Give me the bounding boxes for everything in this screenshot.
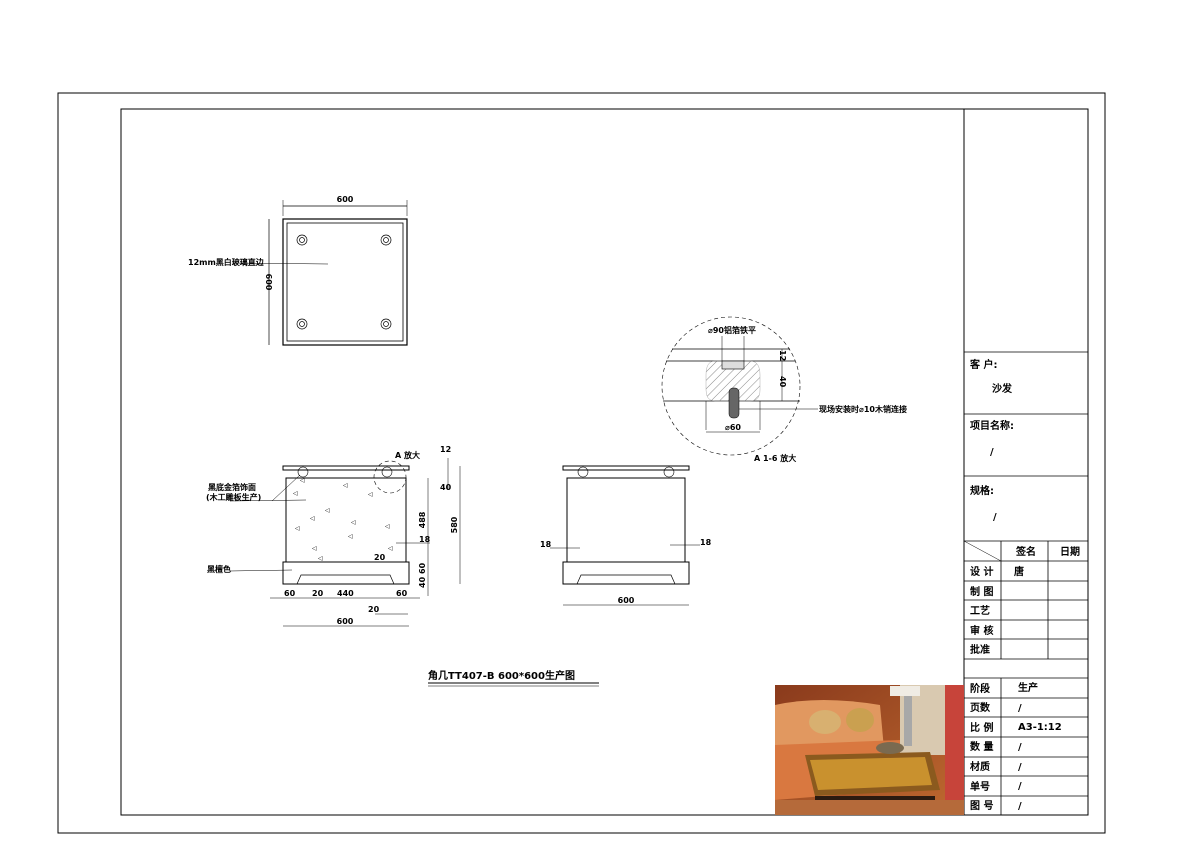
bottom-dim: 20	[312, 589, 324, 598]
bottom-dim: 60	[396, 589, 408, 598]
info-label: 数 量	[970, 740, 993, 753]
side-dim-left: 18	[540, 540, 552, 549]
dim-total: 580	[450, 516, 459, 533]
info-value: /	[1018, 781, 1022, 792]
svg-text:◁: ◁	[295, 525, 300, 532]
dim-inner: 20	[374, 553, 386, 562]
svg-text:◁: ◁	[348, 533, 353, 540]
svg-text:◁: ◁	[300, 477, 305, 484]
role-label: 批准	[970, 643, 990, 656]
svg-text:◁: ◁	[310, 515, 315, 522]
detail-dia-label: ⌀60	[725, 423, 741, 432]
svg-text:◁: ◁	[312, 545, 317, 552]
dim-offset: 20	[368, 605, 380, 614]
project-value: /	[990, 447, 994, 458]
spec-value: /	[993, 512, 997, 523]
base-color-label: 黑檀色	[207, 564, 231, 574]
info-label: 图 号	[970, 800, 993, 812]
side-dim-right: 18	[700, 538, 712, 547]
role-label: 制 图	[970, 585, 993, 598]
info-label: 比 例	[970, 721, 993, 734]
role-label: 审 核	[970, 624, 993, 637]
bottom-dim: 440	[337, 589, 354, 598]
role-label: 工艺	[970, 604, 990, 617]
finish-label-2: (木工雕板生产)	[206, 492, 261, 502]
info-value: 生产	[1018, 681, 1038, 694]
marble-texture: ◁◁◁◁ ◁◁◁◁ ◁◁◁◁ ◁	[293, 477, 393, 562]
info-label: 阶段	[970, 682, 990, 695]
detail-ref-label: A 放大	[395, 450, 420, 460]
role-sign: 唐	[1014, 565, 1024, 578]
dim-base-a: 40	[418, 576, 427, 588]
info-value: A3-1:12	[1018, 722, 1062, 733]
svg-text:◁: ◁	[388, 545, 393, 552]
role-label: 设 计	[970, 565, 993, 578]
side-overall-width: 600	[618, 596, 635, 605]
bottom-dim: 60	[284, 589, 296, 598]
client-label: 客 户:	[969, 358, 997, 371]
svg-text:◁: ◁	[318, 555, 323, 562]
client-value: 沙发	[992, 382, 1013, 395]
info-value: /	[1018, 703, 1022, 714]
svg-text:◁: ◁	[385, 523, 390, 530]
outer-border	[57, 92, 1106, 834]
spec-label: 规格:	[970, 484, 994, 497]
date-header: 日期	[1060, 545, 1080, 558]
info-value: /	[1018, 742, 1022, 753]
info-label: 材质	[970, 760, 990, 773]
info-value: /	[1018, 801, 1022, 812]
glass-fixing-dots	[296, 234, 392, 330]
title-block-text: 客 户: 沙发 项目名称: / 规格: / 签名 日期 设 计 唐 制 图 工艺…	[969, 358, 1080, 812]
dim-base-b: 60	[418, 562, 427, 574]
title-block	[963, 351, 1088, 815]
dim-top: 40	[440, 483, 452, 492]
glass-label: 12mm黑白玻璃直边	[188, 257, 265, 267]
front-view: ◁◁◁◁ ◁◁◁◁ ◁◁◁◁ ◁ A 放大 12 40 488 580 18 2…	[206, 445, 461, 627]
plan-depth-dim: 600	[264, 274, 273, 291]
drawing-title: 角几TT407-B 600*600生产图	[428, 669, 575, 682]
side-view: 18 18 600	[540, 465, 712, 606]
info-value: /	[1018, 762, 1022, 773]
project-label: 项目名称:	[970, 419, 1014, 432]
product-photo	[775, 685, 964, 815]
info-label: 页数	[970, 701, 991, 714]
dim-side: 18	[419, 535, 431, 544]
dim-body: 488	[418, 511, 427, 528]
sign-header: 签名	[1015, 545, 1036, 558]
svg-text:◁: ◁	[351, 519, 356, 526]
detail-dim-40: 40	[778, 376, 787, 388]
detail-a-view: ⌀60 ⌀90铝箔铁平 12 40 现场安装时⌀10木销连接 A 1-6 放大	[661, 316, 907, 463]
front-overall-width: 600	[337, 617, 354, 626]
svg-text:◁: ◁	[368, 491, 373, 498]
svg-text:◁: ◁	[343, 482, 348, 489]
dim-glass: 12	[440, 445, 451, 454]
plan-view: 600 600 12mm黑白玻璃直边	[188, 195, 408, 346]
plan-width-dim: 600	[337, 195, 354, 204]
detail-dim-12: 12	[778, 350, 787, 361]
detail-caption: A 1-6 放大	[754, 453, 796, 463]
pin-label: 现场安装时⌀10木销连接	[819, 404, 907, 414]
info-label: 单号	[970, 780, 990, 793]
svg-text:◁: ◁	[325, 507, 330, 514]
svg-text:◁: ◁	[293, 490, 298, 497]
finish-label-1: 黑底金箔饰面	[208, 482, 256, 492]
inner-border	[120, 108, 1089, 816]
detail-top-label: ⌀90铝箔铁平	[708, 325, 756, 335]
